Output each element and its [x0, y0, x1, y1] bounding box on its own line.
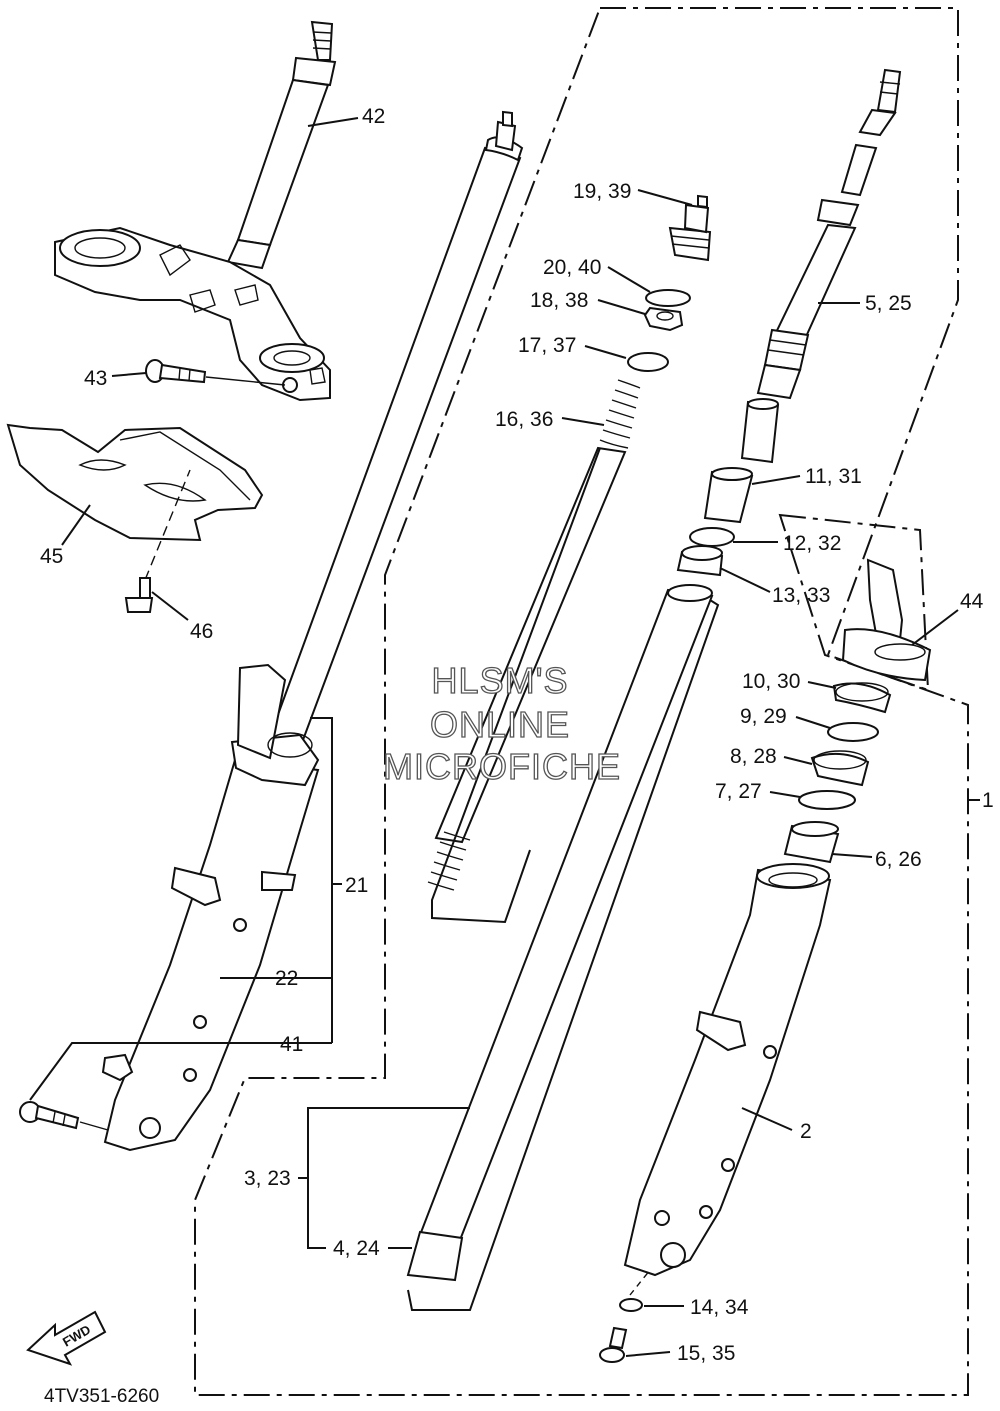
boundary-inner-tube — [407, 599, 720, 1311]
leader-41 — [29, 1042, 332, 1101]
watermark-line-3: MICROFICHE — [383, 746, 621, 787]
leader-46 — [151, 591, 189, 621]
callout-21: 21 — [345, 874, 368, 897]
center-dash-15 — [629, 1269, 651, 1296]
callout-13-33: 13, 33 — [772, 584, 830, 607]
callout-45: 45 — [40, 545, 63, 568]
callout-17-37: 17, 37 — [518, 334, 576, 357]
leader-2 — [741, 1107, 793, 1131]
callout-14-34: 14, 34 — [690, 1296, 749, 1319]
bolt-43 — [145, 359, 207, 384]
under-bracket — [54, 226, 331, 402]
callout-19-39: 19, 39 — [573, 180, 631, 203]
leader-44 — [911, 609, 959, 646]
callout-5-25: 5, 25 — [865, 292, 912, 315]
leader-19-39 — [637, 189, 693, 206]
watermark-line-2: ONLINE — [430, 704, 570, 745]
leader-11-31 — [751, 475, 801, 485]
callout-10-30: 10, 30 — [742, 670, 800, 693]
leader-20-40 — [607, 266, 651, 293]
inner-tube-3-23 — [406, 584, 714, 1282]
ring-12-32 — [689, 527, 735, 547]
leader-43b — [205, 376, 286, 386]
leader-43 — [111, 372, 147, 377]
callout-12-32: 12, 32 — [783, 532, 841, 555]
callout-44: 44 — [960, 590, 984, 613]
damper-rod-5-25 — [756, 68, 902, 400]
cylinder-piece — [740, 398, 780, 464]
callout-15-35: 15, 35 — [677, 1342, 735, 1365]
assembly-boundary-right-fork — [194, 7, 969, 1396]
damper-rod-assembly — [427, 379, 641, 891]
watermark-line-1: HLSM'S — [432, 660, 569, 701]
cap-bolt-19-39 — [668, 194, 712, 262]
fwd-arrow-icon: FWD — [26, 1310, 107, 1366]
washer-7-27 — [798, 790, 856, 810]
callout-7-27: 7, 27 — [715, 780, 762, 803]
callout-43: 43 — [84, 367, 107, 390]
cover-45 — [6, 423, 264, 542]
callout-4-24: 4, 24 — [333, 1237, 380, 1260]
bolt-15-35 — [599, 1326, 628, 1363]
fork-inner-tube-left — [266, 110, 524, 750]
callout-1: 1 — [982, 789, 994, 812]
collar-11-31 — [703, 467, 754, 524]
nut-18-38 — [643, 306, 684, 332]
diagram-code: 4TV351-6260 — [44, 1386, 159, 1407]
callout-22: 22 — [275, 967, 298, 990]
bushing-6-26 — [783, 821, 840, 864]
leader-41b — [79, 1121, 109, 1131]
leader-16-36 — [561, 417, 605, 426]
fork-guard-44 — [841, 558, 932, 682]
bolt-41 — [19, 1101, 80, 1130]
clip-9-29 — [827, 722, 879, 742]
bolt-46 — [124, 577, 154, 613]
o-ring-20-40 — [645, 289, 691, 307]
callout-2: 2 — [800, 1120, 812, 1143]
callout-8-28: 8, 28 — [730, 745, 777, 768]
leader-45 — [61, 504, 91, 546]
callout-11-31: 11, 31 — [805, 465, 862, 488]
steering-stem-42 — [226, 20, 337, 270]
leader-13-33 — [719, 567, 771, 593]
leader-10-30 — [807, 681, 837, 689]
bushing-13-33 — [676, 545, 724, 577]
fork-outer-tube-left — [101, 663, 320, 1152]
leader-18-38 — [597, 299, 646, 315]
leader-9-29 — [795, 716, 831, 729]
leader-17-37 — [584, 345, 627, 359]
boundary-damper — [431, 447, 601, 924]
leader-8-28 — [783, 756, 813, 765]
leader-15-35 — [625, 1351, 671, 1357]
oil-seal-8-28 — [810, 750, 870, 787]
dust-seal-10-30 — [832, 682, 892, 714]
washer-14-34 — [619, 1298, 643, 1312]
callout-18-38: 18, 38 — [530, 289, 588, 312]
callout-46: 46 — [190, 620, 213, 643]
outer-tube-2 — [623, 863, 832, 1277]
center-dash-46 — [144, 469, 191, 581]
callout-42: 42 — [362, 105, 385, 128]
leader-6-26 — [831, 853, 873, 858]
assembly-boundary-44 — [778, 513, 930, 692]
callout-9-29: 9, 29 — [740, 705, 787, 728]
callout-6-26: 6, 26 — [875, 848, 922, 871]
callout-16-36: 16, 36 — [495, 408, 553, 431]
washer-17-37 — [627, 352, 669, 372]
callout-41: 41 — [280, 1033, 303, 1056]
leader-7-27 — [769, 791, 801, 798]
bracket-21 — [310, 717, 333, 1043]
callout-3-23: 3, 23 — [244, 1167, 291, 1190]
leader-42 — [307, 117, 359, 127]
callout-20-40: 20, 40 — [543, 256, 601, 279]
